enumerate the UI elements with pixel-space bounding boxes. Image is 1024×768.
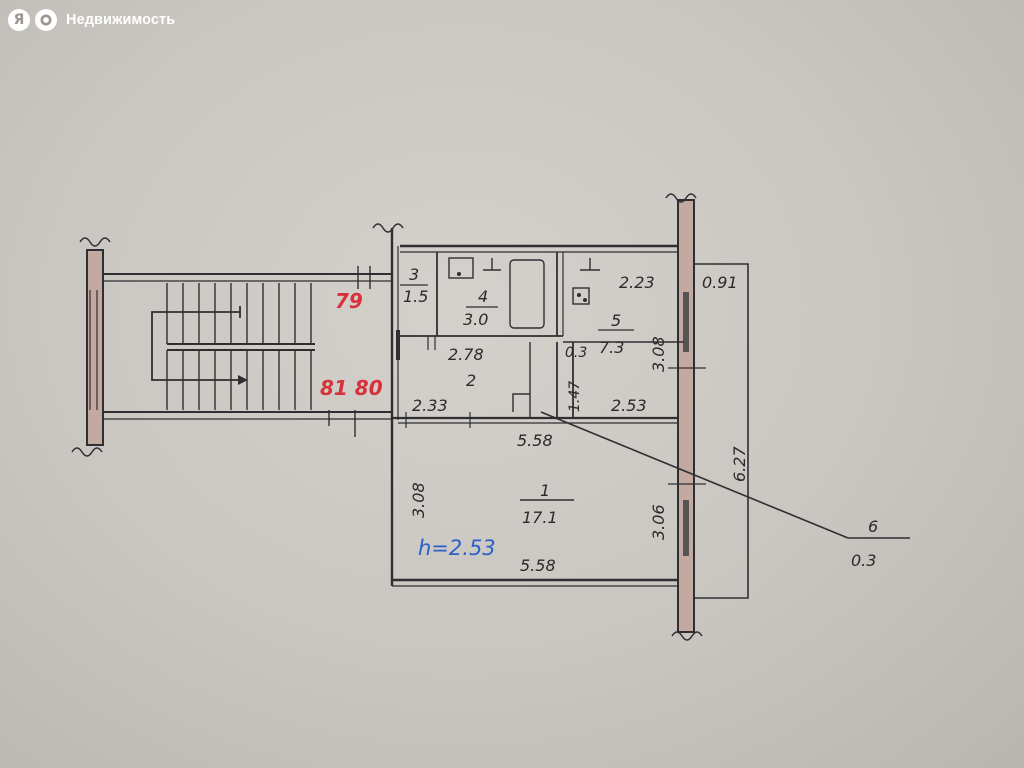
stair-label-79: 79 <box>335 289 363 313</box>
room-1-number: 1 <box>540 481 550 500</box>
ring-logo-icon <box>35 9 57 31</box>
dim-kitchen-top: 2.23 <box>619 273 655 292</box>
stair-arrow-icon <box>238 375 248 385</box>
stair-treads <box>151 283 315 410</box>
exterior-wall <box>677 199 695 633</box>
room-6-area: 0.3 <box>851 551 876 570</box>
dim-room-1-bottom: 5.58 <box>520 556 556 575</box>
room-3-area: 1.5 <box>403 287 428 306</box>
sink-icon <box>448 257 474 279</box>
staircase-outer-wall <box>86 249 104 446</box>
yandex-realty-watermark: Я Недвижимость <box>8 7 175 33</box>
dim-balcony-width: 0.91 <box>702 273 738 292</box>
room-5-area: 7.3 <box>599 338 624 357</box>
room-4-number: 4 <box>478 287 488 306</box>
dim-corridor-bottom: 2.33 <box>412 396 448 415</box>
stove-icon <box>572 287 590 305</box>
ceiling-height: h=2.53 <box>418 536 496 560</box>
watermark-text: Недвижимость <box>66 12 176 28</box>
window-icon <box>683 292 689 352</box>
dim-room-1-left: 3.08 <box>409 482 428 518</box>
room-6-leader-line <box>540 411 849 539</box>
break-mark-icon <box>671 631 703 641</box>
bathtub-icon <box>509 259 545 329</box>
break-mark-icon <box>79 237 111 247</box>
break-mark-icon <box>665 193 697 203</box>
dim-kitchen-side: 3.08 <box>649 336 668 372</box>
dim-room-1-top: 5.58 <box>517 431 553 450</box>
dim-closet-height: 1.47 <box>567 381 583 412</box>
break-mark-icon <box>71 447 103 457</box>
dim-closet-width: 0.3 <box>565 345 587 361</box>
dim-balcony-length: 6.27 <box>730 446 749 482</box>
break-mark-icon <box>372 223 404 233</box>
room-2-number: 2 <box>466 371 476 390</box>
balcony-outline <box>694 263 749 599</box>
dim-corridor-top: 2.78 <box>448 345 484 364</box>
room-3-number: 3 <box>409 265 419 284</box>
window-icon <box>683 500 689 556</box>
kitchen-sink-icon <box>580 258 600 271</box>
room-4-area: 3.0 <box>463 310 488 329</box>
room-5-number: 5 <box>611 311 621 330</box>
dim-kitchen-bottom: 2.53 <box>611 396 647 415</box>
yandex-logo-icon: Я <box>8 9 30 31</box>
stair-label-81-80: 81 80 <box>320 376 383 400</box>
toilet-icon <box>483 258 501 271</box>
room-6-number: 6 <box>868 517 878 536</box>
dim-room-1-right: 3.06 <box>649 504 668 540</box>
room-1-area: 17.1 <box>522 508 558 527</box>
